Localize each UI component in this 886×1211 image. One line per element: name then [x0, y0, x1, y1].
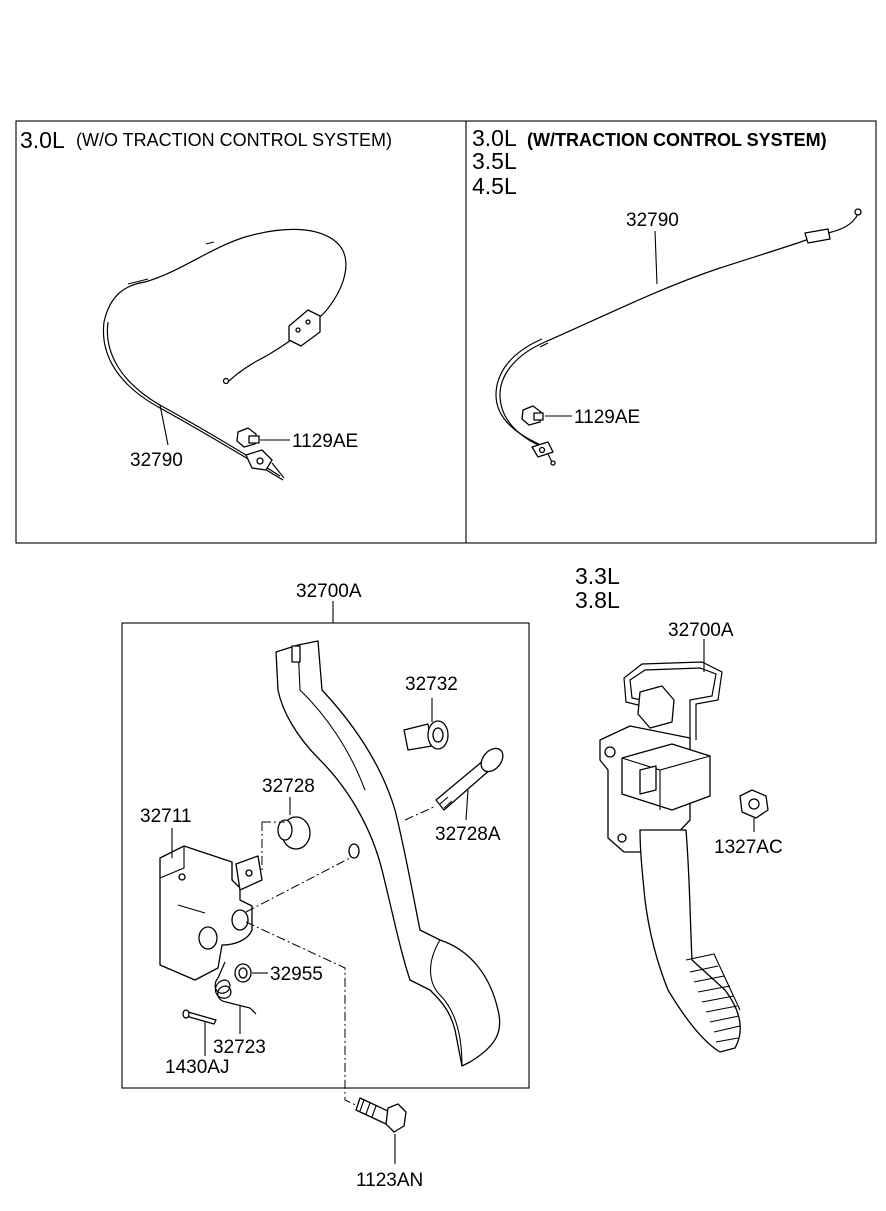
label-bolt-left: 1129AE	[292, 431, 358, 452]
tr-engine-3: 4.5L	[472, 173, 517, 199]
cable-left	[102, 228, 347, 481]
label-spring: 32723	[213, 1037, 266, 1058]
pedal-assembly-frame	[121, 622, 530, 1089]
leader-cable-right	[654, 230, 658, 285]
assembly-line-4	[404, 805, 437, 821]
assembly-line-5	[245, 921, 363, 1109]
label-stopper: 32732	[405, 674, 458, 695]
bolt-right-icon	[521, 405, 544, 426]
tr-system: (W/TRACTION CONTROL SYSTEM)	[527, 130, 827, 150]
cable-right	[495, 208, 862, 466]
label-washer: 32955	[270, 964, 323, 985]
leader-shaft	[465, 789, 469, 821]
leader-cable-left	[159, 404, 169, 446]
label-cable-right: 32790	[626, 210, 679, 231]
bracket-icon	[159, 845, 263, 981]
bolt-left-icon	[236, 427, 260, 448]
top-frame	[15, 120, 877, 544]
label-bumper: 32728	[262, 776, 315, 797]
electronic-pedal	[599, 661, 741, 1053]
label-bolt-right: 1129AE	[574, 407, 640, 428]
bumper-icon	[277, 816, 311, 850]
washer-icon	[234, 963, 252, 983]
label-cable-left: 32790	[130, 450, 183, 471]
shaft-icon	[435, 747, 504, 811]
label-pedal-assy: 32700A	[296, 581, 362, 602]
tl-system: (W/O TRACTION CONTROL SYSTEM)	[76, 130, 392, 150]
assembly-line-3	[245, 857, 351, 913]
bolt-bottom-icon	[355, 1097, 407, 1133]
label-shaft: 32728A	[435, 824, 501, 845]
br-engine-2: 3.8L	[575, 587, 620, 613]
pedal-arm	[275, 640, 501, 1067]
nut-icon	[739, 789, 769, 819]
label-pin: 1430AJ	[165, 1057, 229, 1078]
pin-icon	[182, 1009, 217, 1025]
tl-engine: 3.0L	[20, 127, 65, 153]
tr-engine-1: 3.0L	[472, 125, 517, 151]
tr-engine-2: 3.5L	[472, 148, 517, 174]
label-nut: 1327AC	[714, 837, 783, 858]
br-engine-1: 3.3L	[575, 563, 620, 589]
label-bolt-bottom: 1123AN	[356, 1170, 423, 1191]
spring-icon	[214, 961, 257, 1015]
label-bracket: 32711	[140, 806, 191, 827]
stopper-icon	[403, 720, 449, 751]
label-pedal-elec: 32700A	[668, 620, 734, 641]
